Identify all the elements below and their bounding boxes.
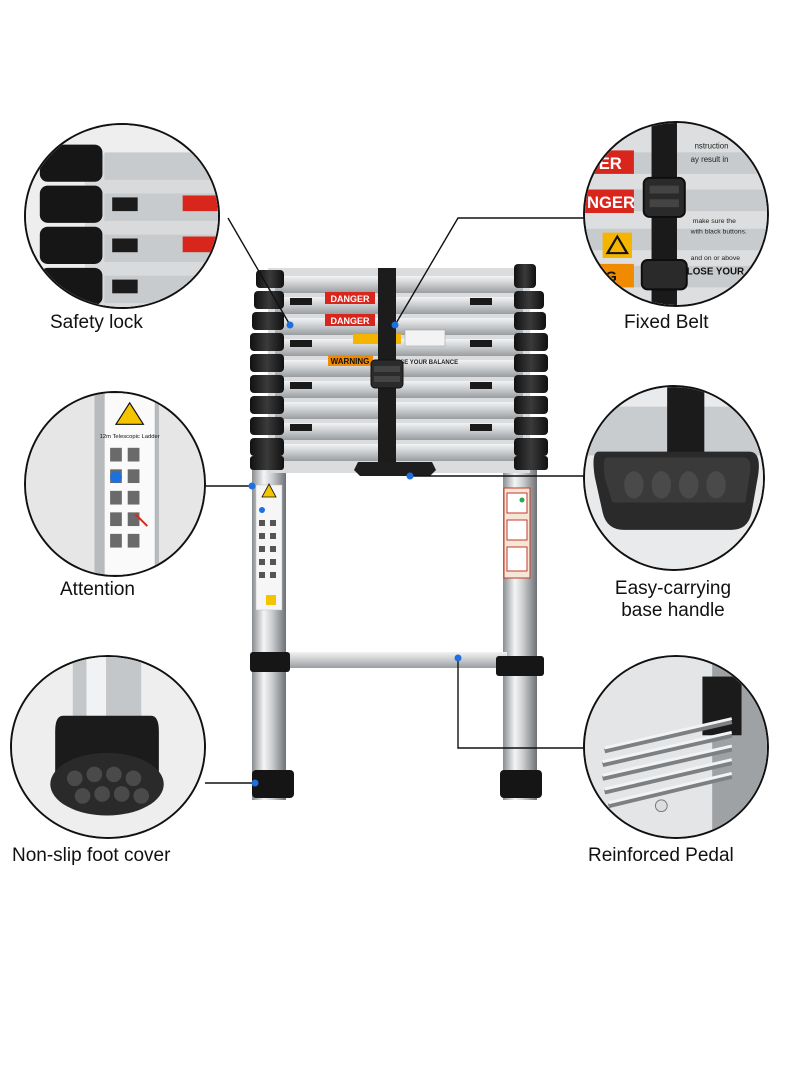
fixed-belt bbox=[370, 268, 404, 466]
zoom-sticker-telescopic: 12m Telescopic Ladder bbox=[100, 434, 160, 440]
attention-detail: 12m Telescopic Ladder bbox=[26, 393, 204, 575]
base-handle-detail bbox=[585, 387, 763, 569]
sticker-danger-2: DANGER bbox=[330, 316, 370, 326]
label-safety-lock: Safety lock bbox=[50, 312, 143, 333]
zoom-text-stand: and on or above bbox=[691, 255, 741, 262]
zoom-foot-cover bbox=[10, 655, 206, 839]
zoom-sticker-nger: NGER bbox=[587, 193, 635, 212]
ladder: DANGER DANGER WARNING LOSE YOUR BALANCE bbox=[250, 264, 548, 800]
zoom-base-handle bbox=[583, 385, 765, 571]
zoom-text-black-buttons: with black buttons. bbox=[690, 229, 747, 236]
zoom-attention: 12m Telescopic Ladder bbox=[24, 391, 206, 577]
sticker-danger-1: DANGER bbox=[330, 294, 370, 304]
zoom-text-instruction: nstruction bbox=[695, 141, 729, 150]
zoom-fixed-belt: ER NGER ING nstruction ay result in make… bbox=[583, 121, 769, 307]
foot-cover-detail bbox=[12, 657, 204, 837]
sticker-lose-balance: LOSE YOUR BALANCE bbox=[392, 360, 458, 366]
label-easy-carrying-2: base handle bbox=[621, 600, 725, 621]
safety-lock-detail bbox=[26, 125, 218, 307]
reinforced-pedal bbox=[250, 652, 544, 676]
foot-covers bbox=[252, 770, 542, 798]
label-reinforced-pedal: Reinforced Pedal bbox=[588, 845, 734, 866]
capacity-sticker bbox=[503, 487, 531, 579]
label-easy-carrying-1: Easy-carrying bbox=[614, 578, 732, 599]
fixed-belt-detail: ER NGER ING nstruction ay result in make… bbox=[585, 123, 767, 305]
leader-lines bbox=[205, 217, 600, 784]
label-attention: Attention bbox=[60, 579, 135, 600]
zoom-text-make-sure: make sure the bbox=[693, 218, 736, 225]
connector-dots bbox=[248, 321, 462, 787]
sticker-warning: WARNING bbox=[331, 357, 370, 366]
label-fixed-belt: Fixed Belt bbox=[624, 312, 709, 333]
warning-stickers: DANGER DANGER WARNING LOSE YOUR BALANCE bbox=[325, 292, 458, 366]
zoom-text-may-result: ay result in bbox=[691, 155, 729, 164]
zoom-sticker-er: ER bbox=[599, 154, 622, 173]
base-handle bbox=[354, 462, 436, 476]
label-non-slip: Non-slip foot cover bbox=[12, 845, 171, 866]
zoom-pedal bbox=[583, 655, 769, 839]
zoom-text-lose: LOSE YOUR bbox=[687, 267, 744, 278]
zoom-safety-lock bbox=[24, 123, 220, 309]
attention-sticker bbox=[255, 483, 283, 611]
pedal-detail bbox=[585, 657, 767, 837]
